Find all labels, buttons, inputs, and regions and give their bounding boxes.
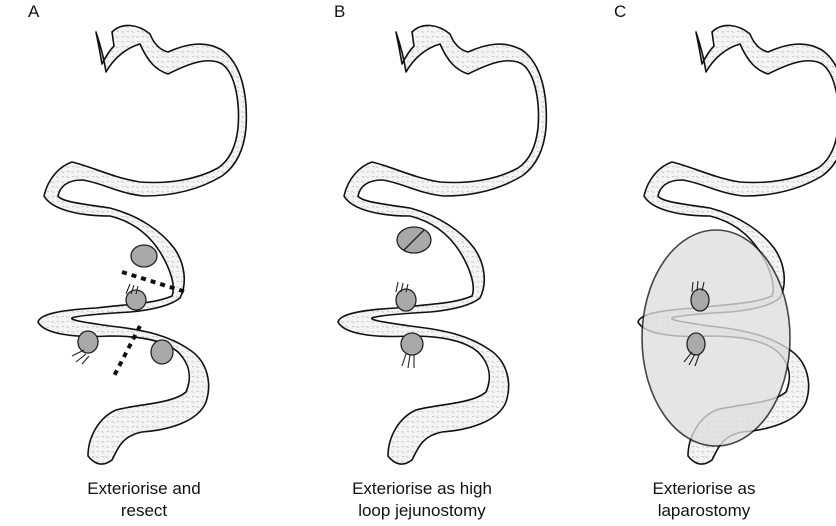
panel-b-stomach-and-bowel [338,25,546,464]
panel-a-lesion-lower-right [151,340,173,364]
panel-a-caption: Exteriorise and resect [24,478,264,522]
panel-c-caption: Exteriorise as laparostomy [584,478,824,522]
panel-b-lesion-lower [401,333,423,355]
panel-b-caption: Exteriorise as high loop jejunostomy [302,478,542,522]
panel-b-caption-line1: Exteriorise as high [302,478,542,500]
panel-a-lesion-upper [131,245,157,267]
panel-c-caption-line2: laparostomy [584,500,824,522]
panel-b-label: B [334,2,345,22]
panel-c-illustration [638,25,836,464]
panel-c-lesion-lower [687,333,705,355]
panel-a-caption-line1: Exteriorise and [24,478,264,500]
panel-c-laparostomy-opening [642,230,790,446]
panel-a-caption-line2: resect [24,500,264,522]
panel-a-label: A [28,2,39,22]
panel-a-illustration [38,25,246,464]
panel-c-caption-line1: Exteriorise as [584,478,824,500]
panel-a-suture-middle [126,284,138,294]
panel-b-suture-lower [402,354,414,368]
panel-a-lesion-lower-left [78,331,98,353]
panel-b-illustration [338,25,546,464]
panel-c-label: C [614,2,626,22]
panel-c-lesion-upper [691,289,709,311]
panel-b-caption-line2: loop jejunostomy [302,500,542,522]
panel-b-lesion-middle [396,289,416,311]
